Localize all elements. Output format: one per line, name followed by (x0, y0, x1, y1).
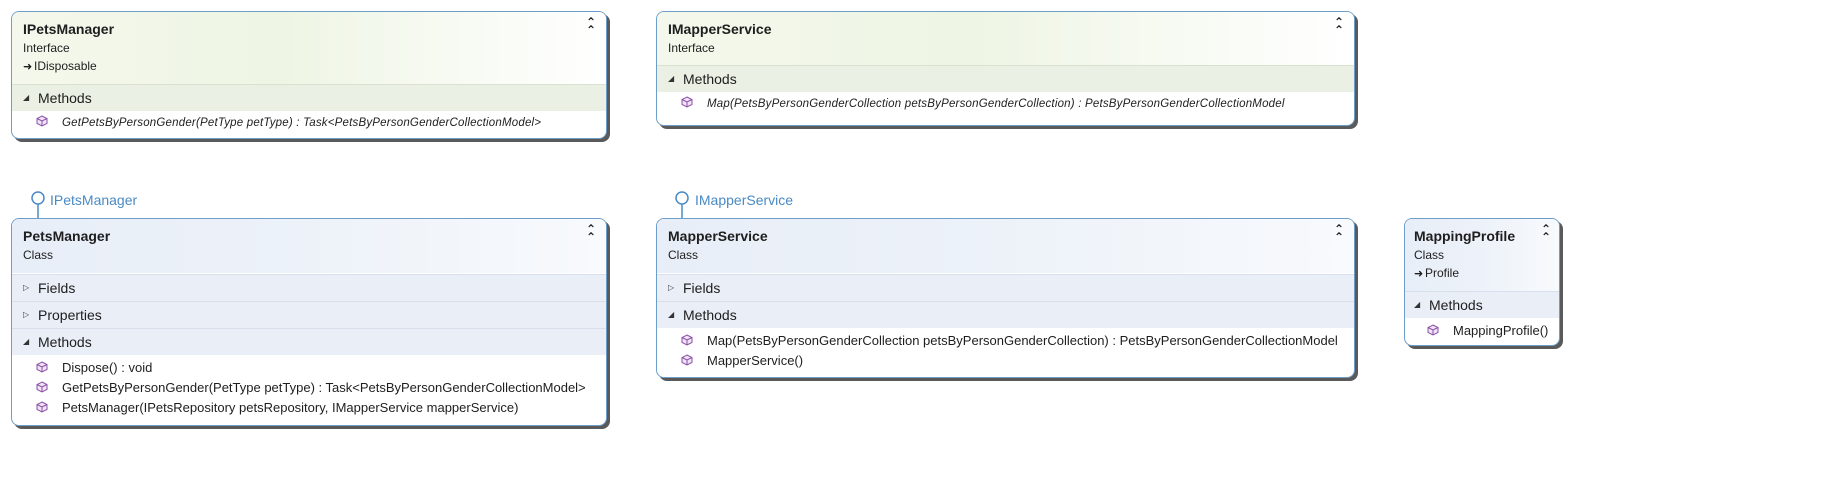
pets-manager-header: PetsManager Class ⌃⌃ (12, 219, 606, 273)
ipets-manager-base: ➜IDisposable (23, 57, 596, 76)
method-signature: Map(PetsByPersonGenderCollection petsByP… (707, 98, 1285, 110)
mapping-profile-shape[interactable]: MappingProfile Class ➜Profile ⌃⌃ ◢ Method… (1404, 218, 1560, 346)
collapse-icon[interactable]: ⌃⌃ (1333, 222, 1345, 244)
method-row[interactable]: Map(PetsByPersonGenderCollection petsByP… (657, 94, 1354, 114)
ipets-manager-base-name: IDisposable (34, 59, 97, 73)
methods-list: Dispose() : void GetPetsByPersonGender(P… (12, 355, 606, 424)
pets-manager-title: PetsManager (23, 228, 111, 244)
methods-list: Map(PetsByPersonGenderCollection petsByP… (657, 328, 1354, 377)
imapper-service-shape[interactable]: IMapperService Interface ⌃⌃ ◢ Methods Map… (656, 11, 1355, 126)
mapper-service-stereotype: Class (668, 248, 699, 262)
mapper-service-shape[interactable]: MapperService Class ⌃⌃ ▷Fields ◢Methods … (656, 218, 1355, 378)
method-signature: GetPetsByPersonGender(PetType petType) :… (62, 117, 542, 129)
compartment-label: Methods (38, 90, 92, 106)
ipets-manager-title: IPetsManager (23, 21, 115, 37)
fields-compartment-header[interactable]: ▷ Fields (12, 274, 606, 301)
methods-compartment-header[interactable]: ◢ Methods (1405, 291, 1559, 318)
interface-lollipop-icon (675, 191, 689, 219)
mapping-profile-base: ➜Profile (1414, 264, 1549, 283)
expanded-triangle-icon: ◢ (23, 337, 30, 347)
expanded-triangle-icon: ◢ (668, 74, 675, 84)
methods-compartment-header[interactable]: ◢ Methods (12, 84, 606, 111)
pets-manager-stereotype: Class (23, 248, 54, 262)
ipets-manager-stereotype: Interface (23, 41, 70, 55)
properties-compartment-header[interactable]: ▷ Properties (12, 301, 606, 328)
mapper-service-title: MapperService (668, 228, 768, 244)
method-signature: GetPetsByPersonGender(PetType petType) :… (62, 380, 586, 395)
collapsed-triangle-icon: ▷ (23, 310, 30, 320)
method-icon (681, 334, 693, 346)
method-icon (36, 361, 48, 373)
methods-list: MappingProfile() (1405, 318, 1559, 345)
method-icon (36, 381, 48, 393)
method-signature: Map(PetsByPersonGenderCollection petsByP… (707, 333, 1338, 348)
inherit-arrow-icon: ➜ (23, 61, 33, 73)
pets-manager-implements-label: IPetsManager (50, 192, 138, 208)
method-signature: MapperService() (707, 353, 804, 368)
collapse-icon[interactable]: ⌃⌃ (585, 15, 597, 37)
collapse-icon[interactable]: ⌃⌃ (1333, 15, 1345, 37)
compartment-label: Methods (683, 71, 737, 87)
method-icon (681, 354, 693, 366)
method-row[interactable]: MapperService() (657, 351, 1354, 371)
expanded-triangle-icon: ◢ (23, 93, 30, 103)
expanded-triangle-icon: ◢ (668, 310, 675, 320)
imapper-service-title: IMapperService (668, 21, 772, 37)
mapping-profile-base-name: Profile (1425, 266, 1460, 280)
compartment-label: Methods (683, 307, 737, 323)
ipets-manager-header: IPetsManager Interface ➜IDisposable ⌃⌃ (12, 12, 606, 84)
imapper-service-header: IMapperService Interface ⌃⌃ (657, 12, 1354, 65)
compartment-label: Methods (1429, 297, 1483, 313)
pets-manager-shape[interactable]: PetsManager Class ⌃⌃ ▷ Fields ▷ Properties… (11, 218, 607, 426)
collapsed-triangle-icon: ▷ (668, 283, 675, 293)
inherit-arrow-icon: ➜ (1414, 268, 1424, 280)
method-signature: Dispose() : void (62, 360, 153, 375)
method-icon (681, 96, 693, 108)
imapper-service-stereotype: Interface (668, 41, 715, 55)
method-row[interactable]: GetPetsByPersonGender(PetType petType) :… (12, 113, 606, 133)
methods-list: GetPetsByPersonGender(PetType petType) :… (12, 111, 606, 138)
mapper-service-implements-label: IMapperService (695, 192, 794, 208)
method-row[interactable]: Dispose() : void (12, 358, 606, 378)
method-row[interactable]: PetsManager(IPetsRepository petsReposito… (12, 398, 606, 418)
compartment-label: Methods (38, 334, 92, 350)
compartment-label: Fields (683, 280, 721, 296)
method-icon (1427, 324, 1439, 336)
methods-compartment-header[interactable]: ◢ Methods (12, 328, 606, 355)
mapper-service-header: MapperService Class ⌃⌃ (657, 219, 1354, 273)
method-row[interactable]: GetPetsByPersonGender(PetType petType) :… (12, 378, 606, 398)
fields-compartment-header[interactable]: ▷ Fields (657, 274, 1354, 301)
collapse-icon[interactable]: ⌃⌃ (1540, 222, 1552, 244)
interface-lollipop-icon (31, 191, 45, 219)
method-row[interactable]: MappingProfile() (1405, 321, 1559, 341)
methods-compartment-header[interactable]: ◢ Methods (657, 301, 1354, 328)
methods-list: Map(PetsByPersonGenderCollection petsByP… (657, 92, 1354, 120)
method-signature: PetsManager(IPetsRepository petsReposito… (62, 400, 519, 415)
method-signature: MappingProfile() (1453, 323, 1549, 338)
mapping-profile-stereotype: Class (1414, 248, 1445, 262)
compartment-label: Fields (38, 280, 76, 296)
ipets-manager-shape[interactable]: IPetsManager Interface ➜IDisposable ⌃⌃ ◢… (11, 11, 607, 139)
mapping-profile-header: MappingProfile Class ➜Profile ⌃⌃ (1405, 219, 1559, 291)
method-icon (36, 401, 48, 413)
methods-compartment-header[interactable]: ◢ Methods (657, 65, 1354, 92)
mapping-profile-title: MappingProfile (1414, 228, 1516, 244)
collapsed-triangle-icon: ▷ (23, 283, 30, 293)
collapse-icon[interactable]: ⌃⌃ (585, 222, 597, 244)
method-row[interactable]: Map(PetsByPersonGenderCollection petsByP… (657, 331, 1354, 351)
method-icon (36, 115, 48, 127)
expanded-triangle-icon: ◢ (1414, 300, 1421, 310)
compartment-label: Properties (38, 307, 102, 323)
